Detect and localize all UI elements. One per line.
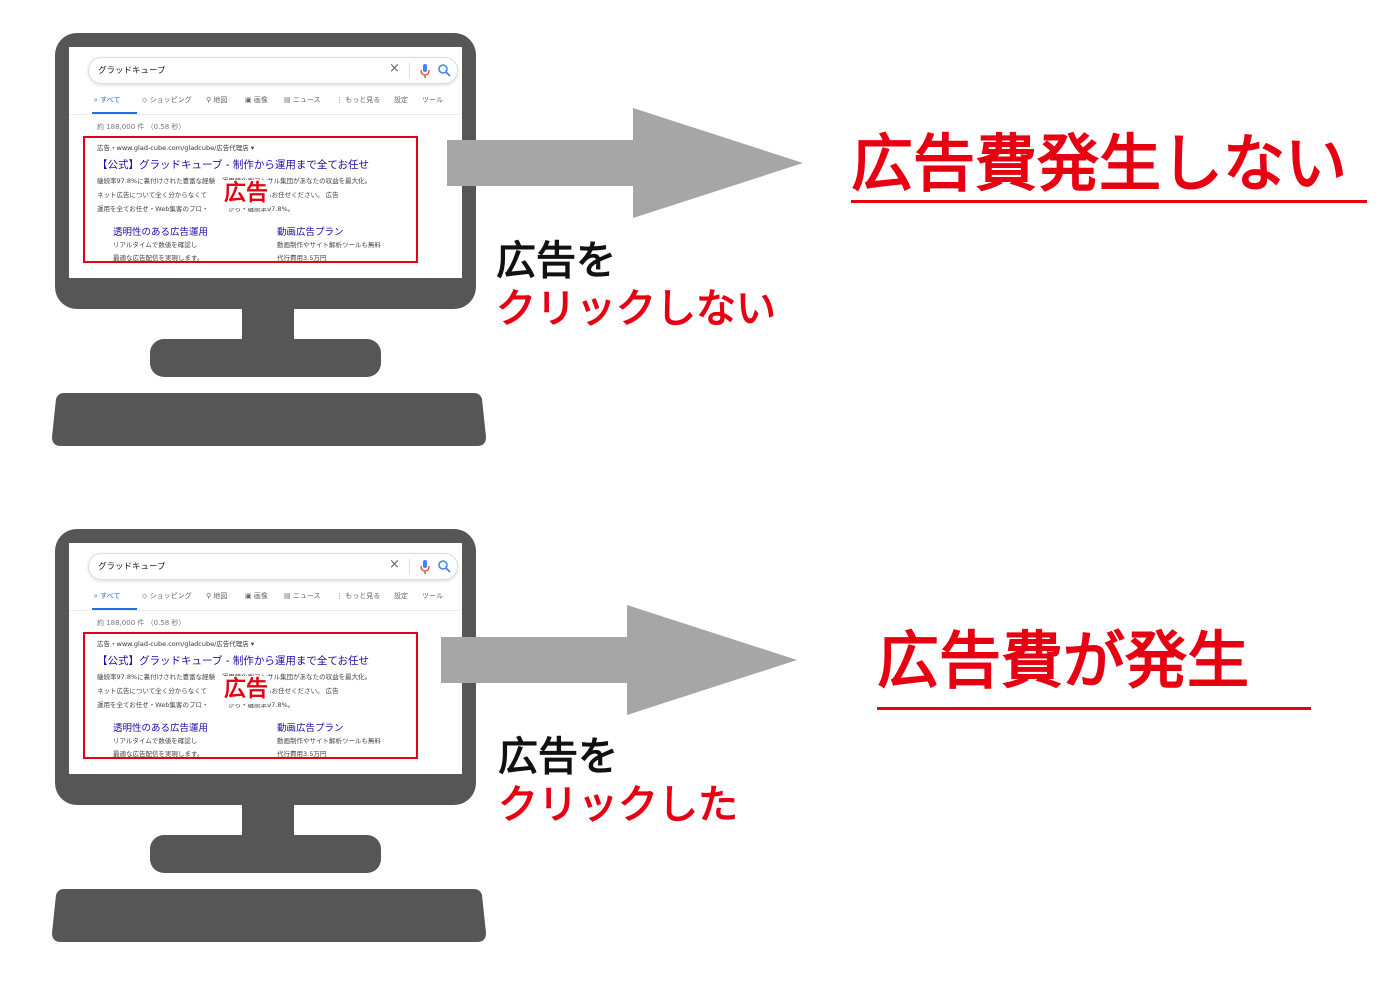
tab-all[interactable]: ⌕ すべて	[94, 96, 121, 104]
result-underline	[851, 200, 1367, 203]
divider	[409, 559, 410, 574]
result-underline	[877, 707, 1311, 710]
tab-images[interactable]: ▣ 画像	[245, 592, 268, 600]
ad-description: ネット広告について全く分からなくて 設定についてもお任せください。 広告	[97, 687, 339, 695]
clear-icon[interactable]: ×	[389, 61, 400, 76]
monitor: グラッドキューブ × ⌕ すべて ◇ ショッピング ⚲ 地図 ▣ 画像 ▤	[55, 529, 476, 805]
ad-highlight-box	[83, 136, 418, 263]
tab-news[interactable]: ▤ ニュース	[284, 96, 321, 104]
tab-more[interactable]: ⋮ もっと見る	[336, 96, 381, 104]
monitor-stand-neck	[242, 308, 294, 340]
ad-title-link[interactable]: 【公式】グラッドキューブ - 制作から運用まで全てお任せ	[97, 159, 370, 171]
tab-tools[interactable]: ツール	[422, 96, 443, 104]
result-label: 広告費発生しない	[851, 127, 1348, 200]
tab-more[interactable]: ⋮ もっと見る	[336, 592, 381, 600]
monitor-stand-base	[150, 339, 381, 377]
active-tab-indicator	[92, 608, 137, 610]
ad-label: 広告	[222, 180, 271, 208]
active-tab-indicator	[92, 112, 137, 114]
monitor-stand-base	[150, 835, 381, 873]
keyboard-icon	[52, 393, 486, 446]
tab-shopping[interactable]: ◇ ショッピング	[142, 592, 192, 600]
tab-news[interactable]: ▤ ニュース	[284, 592, 321, 600]
divider	[69, 114, 462, 115]
right-arrow-icon	[441, 605, 797, 715]
tab-all[interactable]: ⌕ すべて	[94, 592, 121, 600]
right-arrow-icon	[447, 108, 803, 218]
search-query: グラッドキューブ	[98, 562, 166, 572]
tab-tools[interactable]: ツール	[422, 592, 443, 600]
microphone-icon[interactable]	[418, 63, 432, 79]
sitelink-title[interactable]: 動画広告プラン	[277, 723, 344, 734]
clear-icon[interactable]: ×	[389, 557, 400, 572]
tab-maps[interactable]: ⚲ 地図	[206, 96, 228, 104]
panel-no-click: グラッドキューブ × ⌕ すべて ◇ ショッピング ⚲ 地図 ▣ 画像 ▤	[52, 33, 1367, 446]
monitor-stand-neck	[242, 804, 294, 836]
search-icon[interactable]	[437, 559, 451, 573]
sitelink-description: 動画制作やサイト解析ツールも無料	[277, 737, 381, 745]
sitelink-description: 代行費用3.5万円	[277, 254, 327, 262]
result-count: 約 188,000 件 （0.58 秒）	[97, 123, 186, 131]
result-label: 広告費が発生	[877, 624, 1250, 697]
search-results-screen: グラッドキューブ × ⌕ すべて ◇ ショッピング ⚲ 地図 ▣ 画像 ▤	[69, 543, 462, 774]
sitelink-title[interactable]: 透明性のある広告運用	[113, 723, 209, 734]
action-label: 広告を クリックしない	[496, 238, 776, 332]
sitelink-description: 最適な広告配信を実現します。	[113, 254, 204, 262]
sitelink-description: 最適な広告配信を実現します。	[113, 750, 204, 758]
divider	[409, 63, 410, 78]
ad-description: 運用を全てお任せ・Web集客のプロ・ から・継続率97.8%。	[97, 205, 295, 213]
search-icon[interactable]	[437, 63, 451, 77]
ad-url: 広告・www.glad-cube.com/gladcube/広告代理店 ▾	[97, 144, 255, 152]
divider	[69, 610, 462, 611]
search-results-screen: グラッドキューブ × ⌕ すべて ◇ ショッピング ⚲ 地図 ▣ 画像 ▤	[69, 47, 462, 278]
monitor: グラッドキューブ × ⌕ すべて ◇ ショッピング ⚲ 地図 ▣ 画像 ▤	[55, 33, 476, 309]
sitelink-description: リアルタイムで数値を確認し	[113, 241, 198, 249]
sitelink-title[interactable]: 透明性のある広告運用	[113, 227, 209, 238]
tab-settings[interactable]: 設定	[394, 96, 408, 104]
sitelink-description: 動画制作やサイト解析ツールも無料	[277, 241, 381, 249]
microphone-icon[interactable]	[418, 559, 432, 575]
result-count: 約 188,000 件 （0.58 秒）	[97, 619, 186, 627]
action-label: 広告を クリックした	[498, 734, 738, 828]
sitelink-title[interactable]: 動画広告プラン	[277, 227, 344, 238]
search-bar[interactable]: グラッドキューブ ×	[88, 57, 458, 84]
tab-images[interactable]: ▣ 画像	[245, 96, 268, 104]
tab-settings[interactable]: 設定	[394, 592, 408, 600]
keyboard-icon	[52, 889, 486, 942]
ad-description: ネット広告について全く分からなくて 設定についてもお任せください。 広告	[97, 191, 339, 199]
ad-description: 運用を全てお任せ・Web集客のプロ・ から・継続率97.8%。	[97, 701, 295, 709]
sitelink-description: 代行費用3.5万円	[277, 750, 327, 758]
tab-maps[interactable]: ⚲ 地図	[206, 592, 228, 600]
tab-shopping[interactable]: ◇ ショッピング	[142, 96, 192, 104]
panel-clicked: グラッドキューブ × ⌕ すべて ◇ ショッピング ⚲ 地図 ▣ 画像 ▤	[0, 500, 1400, 1000]
search-query: グラッドキューブ	[98, 66, 166, 76]
ad-label: 広告	[222, 676, 271, 704]
sitelink-description: リアルタイムで数値を確認し	[113, 737, 198, 745]
ad-title-link[interactable]: 【公式】グラッドキューブ - 制作から運用まで全てお任せ	[97, 655, 370, 667]
ad-highlight-box	[83, 632, 418, 759]
search-bar[interactable]: グラッドキューブ ×	[88, 553, 458, 580]
ad-url: 広告・www.glad-cube.com/gladcube/広告代理店 ▾	[97, 640, 255, 648]
